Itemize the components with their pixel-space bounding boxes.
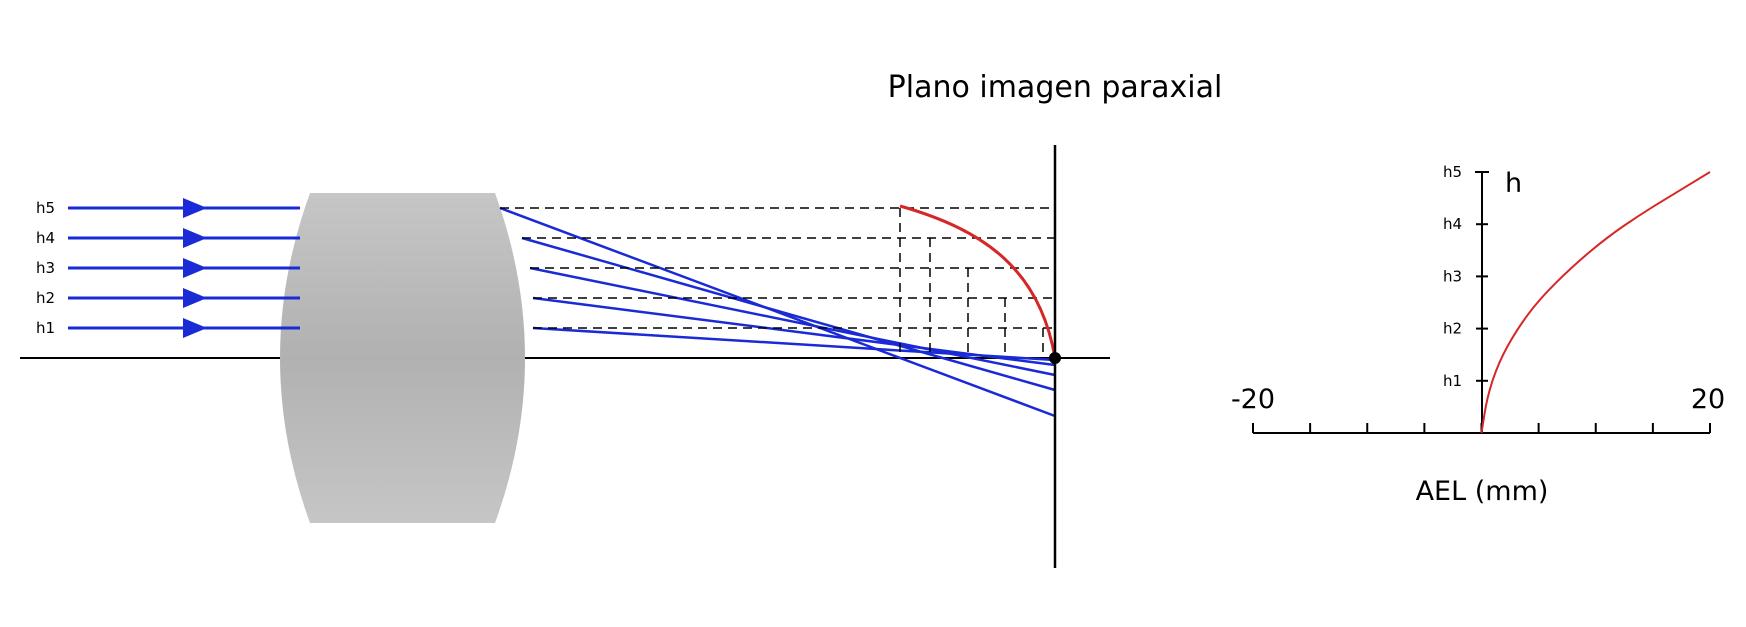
direction-arrow-icon: [183, 228, 207, 248]
y-axis-ticks: h1 h2 h3 h4 h5: [1443, 163, 1488, 390]
direction-arrow-icon: [183, 288, 207, 308]
image-plane-title: Plano imagen paraxial: [888, 70, 1223, 105]
refracted-ray-h4: [521, 236, 1056, 392]
x-axis-label: AEL (mm): [1416, 476, 1549, 507]
y-tick-label-h1: h1: [1443, 372, 1462, 390]
x-tick-label-max: 20: [1691, 384, 1725, 415]
direction-arrow-icon: [183, 318, 207, 338]
ray-label-h4: h4: [36, 229, 55, 247]
y-tick-label-h4: h4: [1443, 215, 1462, 233]
direction-arrow-icon: [183, 198, 207, 218]
caustic-curve: [899, 204, 1057, 359]
ray-label-h5: h5: [36, 199, 55, 217]
y-tick-label-h5: h5: [1443, 163, 1462, 181]
ray-label-h2: h2: [36, 289, 55, 307]
lens: [280, 193, 525, 523]
ael-chart: h1 h2 h3 h4 h5 -20 20 AEL (mm) h: [1231, 163, 1725, 507]
ray-label-h1: h1: [36, 319, 55, 337]
incoming-rays: [68, 198, 300, 338]
refracted-ray-h3: [529, 266, 1056, 377]
refracted-ray-h5: [499, 206, 1056, 418]
projection-lines: [500, 207, 1055, 358]
y-tick-label-h3: h3: [1443, 267, 1462, 285]
ael-curve: [1480, 171, 1711, 434]
paraxial-focus-point: [1049, 352, 1061, 364]
direction-arrow-icon: [183, 258, 207, 278]
x-tick-label-min: -20: [1231, 384, 1275, 415]
ray-labels: h1 h2 h3 h4 h5: [36, 199, 55, 337]
refracted-ray-h2: [532, 296, 1056, 367]
ray-diagram: Plano imagen paraxial h1 h2 h3 h4 h5: [20, 70, 1222, 568]
y-axis-label: h: [1505, 168, 1522, 199]
refracted-rays: [499, 206, 1056, 418]
ray-label-h3: h3: [36, 259, 55, 277]
y-tick-label-h2: h2: [1443, 320, 1462, 338]
